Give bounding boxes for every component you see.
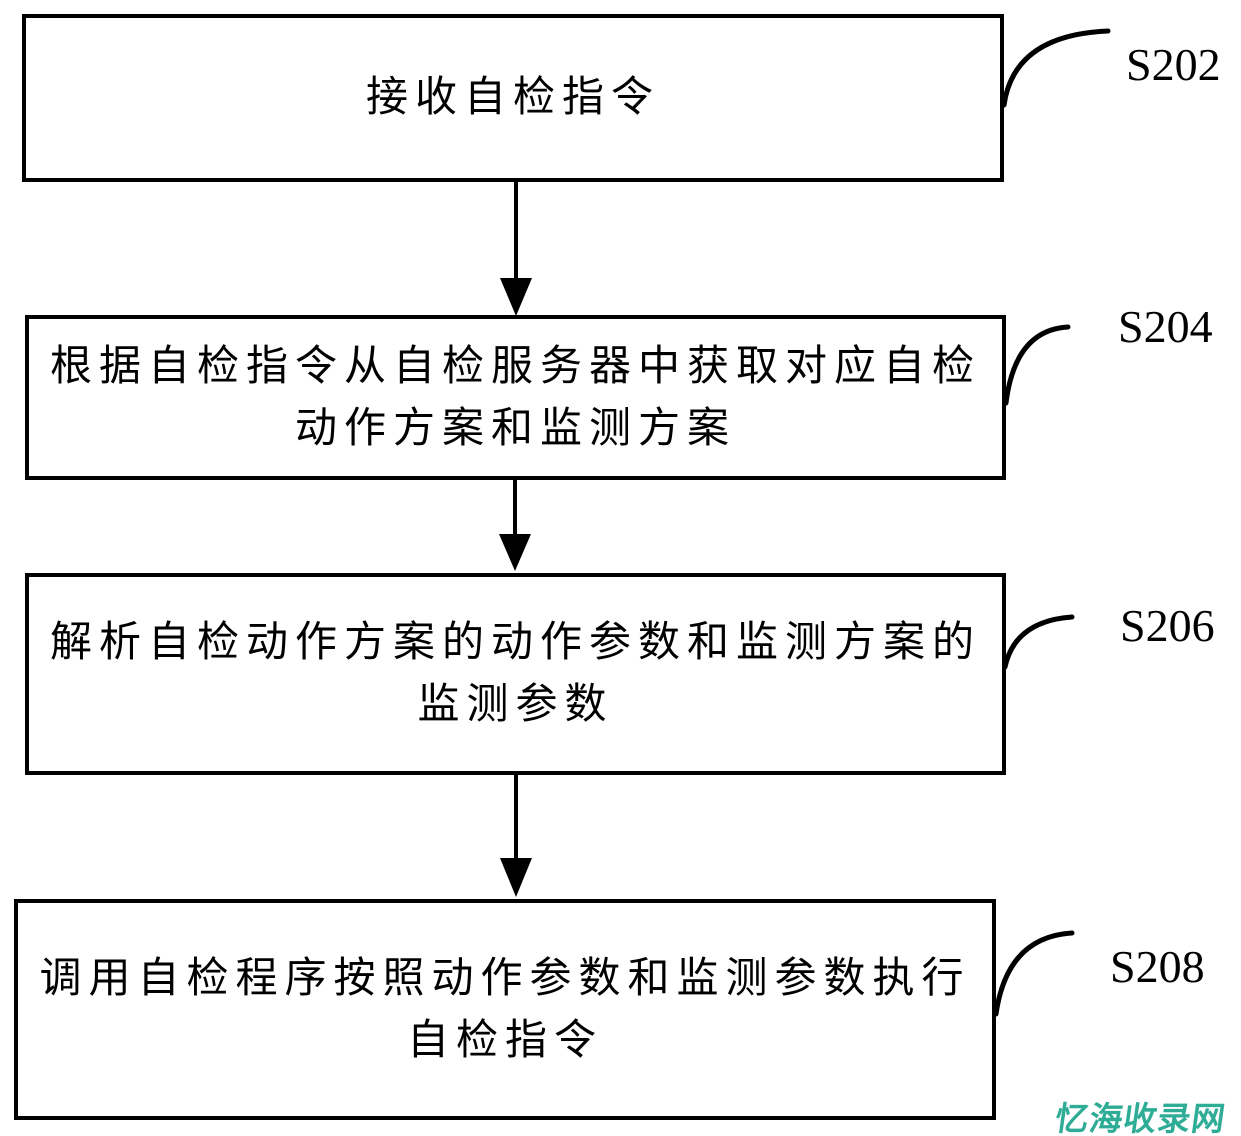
watermark-text: 忆海收录网 [1053, 1100, 1229, 1136]
step-label-s206: S206 [1120, 600, 1215, 651]
step-s204-text-line-1: 根据自检指令从自检服务器中获取对应自检 [49, 343, 981, 390]
step-label-s202: S202 [1126, 39, 1221, 90]
callout-curve-s206 [1002, 614, 1075, 670]
step-s206-text-line-1: 解析自检动作方案的动作参数和监测方案的 [49, 620, 981, 666]
step-s204-text-line-2: 动作方案和监测方案 [294, 405, 736, 452]
callout-curve-s202 [1001, 28, 1111, 108]
callout-curve-s208 [993, 930, 1075, 1017]
step-label-s204: S204 [1118, 301, 1213, 352]
step-s208-text-line-1: 调用自检程序按照动作参数和监测参数执行 [39, 955, 971, 1002]
step-box-s204: 根据自检指令从自检服务器中获取对应自检 动作方案和监测方案 [25, 315, 1006, 480]
step-s206-text-line-2: 监测参数 [417, 682, 614, 728]
arrow-head-2-icon [499, 534, 531, 571]
step-s208-text-line-2: 自检指令 [406, 1017, 603, 1064]
callout-curve-s204 [1003, 324, 1071, 406]
step-s202-text-line-1: 接收自检指令 [365, 75, 660, 121]
step-box-s206: 解析自检动作方案的动作参数和监测方案的 监测参数 [25, 573, 1006, 775]
step-box-s208: 调用自检程序按照动作参数和监测参数执行 自检指令 [14, 899, 996, 1120]
step-box-s202: 接收自检指令 [22, 14, 1004, 182]
arrow-head-3-icon [500, 858, 532, 897]
arrow-head-1-icon [500, 278, 532, 316]
step-label-s208: S208 [1110, 941, 1205, 992]
